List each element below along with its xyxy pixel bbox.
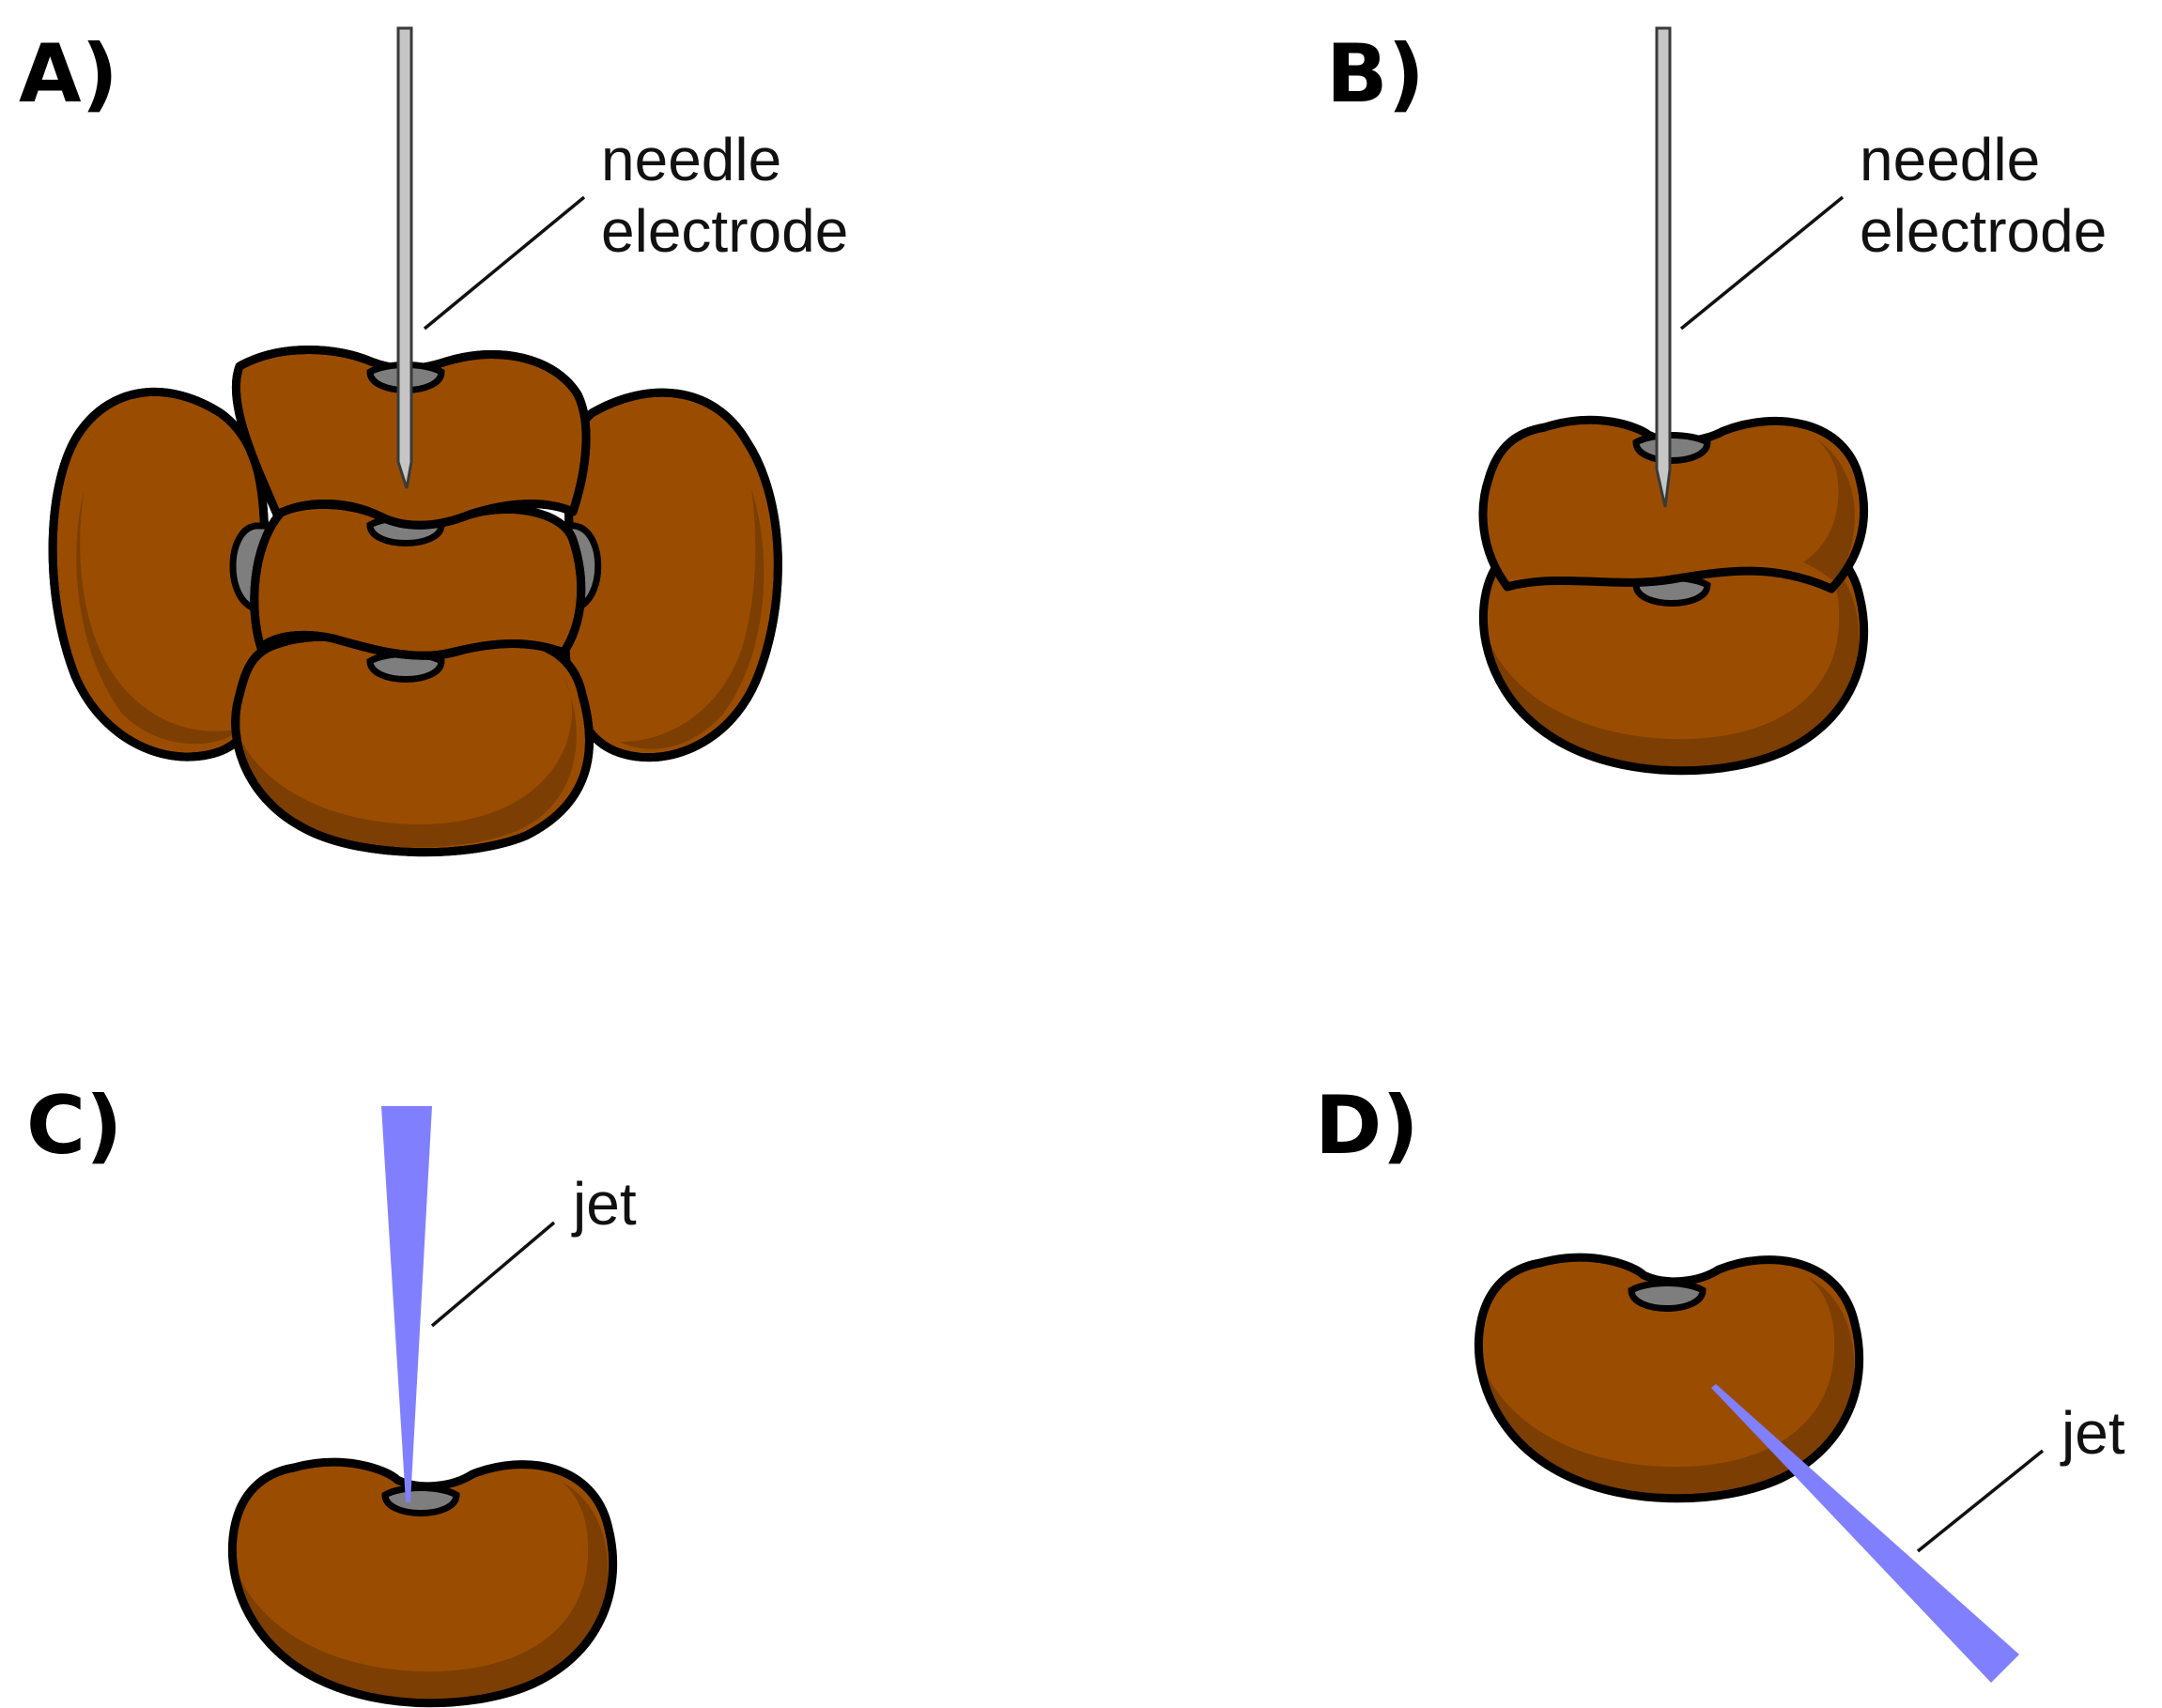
callout-line-b [1679,195,1845,331]
panel-d: D) jet [1315,1079,2125,1683]
panel-a: A) [19,26,848,857]
needle-electrode-b [1655,26,1672,508]
panel-a-label: A) [19,27,118,121]
bean-a-bottom [231,632,594,857]
jet-c [381,1106,432,1502]
panel-b-label: B) [1326,27,1425,121]
bean-b-upper [1478,415,1869,593]
callout-line-c [430,1221,556,1328]
bean-c [232,1462,612,1702]
callout-line-a [423,195,586,331]
panel-c-label: C) [26,1079,122,1173]
callout-b: needle electrode [1860,126,2107,265]
callout-line-d [1916,1449,2045,1553]
callout-c: jet [571,1170,637,1238]
panel-c: C) jet [26,1079,637,1703]
panel-d-label: D) [1315,1079,1419,1173]
callout-a: needle electrode [601,126,848,265]
panel-b: B) needle electrode [1326,26,2107,771]
jet-d [1711,1384,2019,1683]
needle-electrode-a [396,26,413,489]
callout-d: jet [2060,1399,2125,1467]
